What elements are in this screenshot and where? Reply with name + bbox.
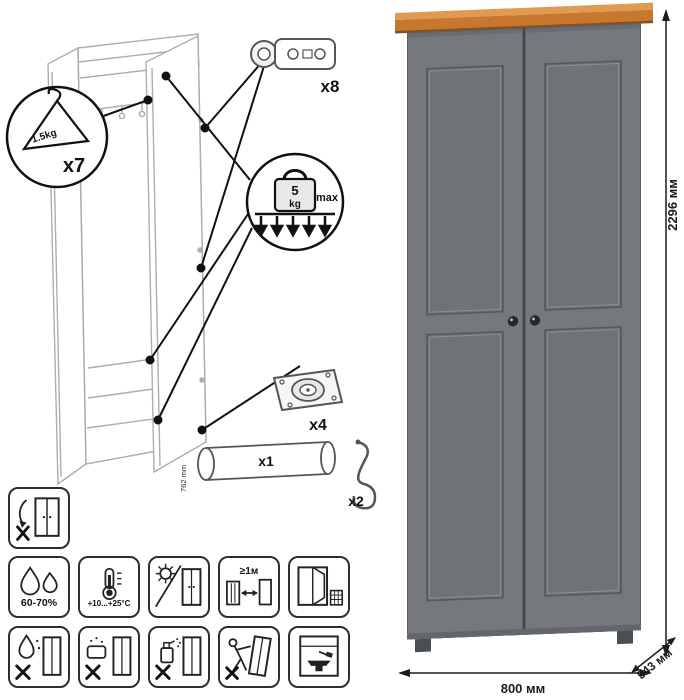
heater-distance-label: ≥1м [239, 565, 259, 577]
temperature-label: +10...+25°C [87, 599, 131, 608]
hook-count-label: x2 [348, 493, 364, 509]
no-tilt-icon [16, 497, 60, 541]
hanging-rod-icon: 762 mm x1 [179, 441, 336, 492]
wardrobe-render-area: 2296 мм 800 мм 543 мм [395, 2, 680, 696]
care-cell-no-dragging [218, 626, 280, 688]
anvil-glyph [307, 660, 331, 672]
hook-icon: x2 [348, 439, 377, 510]
no-direct-sunlight-icon [155, 563, 202, 608]
width-dimension-label: 800 мм [501, 681, 546, 696]
door-gap [522, 27, 526, 635]
cross-mark [16, 525, 30, 541]
load-value-label: 5 [291, 183, 298, 198]
hinge-icon [250, 38, 336, 70]
care-cell-no-heavy-impact [288, 626, 350, 688]
leg-support-icon [272, 368, 344, 412]
no-abrasive-icon [85, 636, 132, 680]
humidity-icon [20, 565, 58, 596]
care-cell-no-solvent [148, 626, 210, 688]
support-count-label: x4 [309, 417, 327, 434]
humidity-label: 60-70% [20, 596, 58, 609]
hanger-callout: 1.5kg x7 [5, 85, 109, 189]
rod-count-label: x1 [258, 453, 274, 469]
left-foot [415, 638, 431, 653]
heater-distance-icon [226, 578, 272, 605]
hanger-count-label: x7 [63, 155, 85, 177]
load-unit-label: kg [289, 199, 301, 210]
weight-icon: 5 kg [273, 169, 317, 213]
wardrobe-render [395, 2, 653, 653]
load-arrows [253, 216, 333, 238]
load-callout: 5 kg max [245, 152, 345, 252]
right-knob [529, 315, 541, 326]
no-dragging-icon [225, 635, 272, 680]
hinge-count-label: x8 [321, 77, 340, 96]
left-knob [507, 316, 519, 327]
no-wet-cleaning-icon [15, 633, 62, 680]
top-trim-front [395, 9, 653, 33]
wardrobe-line-art [47, 33, 207, 486]
care-cell-no-wet-cleaning [8, 626, 70, 688]
hanger-icon [21, 88, 91, 151]
care-cell-no-abrasive [78, 626, 140, 688]
care-cell-no-tilt [8, 487, 70, 549]
temperature-icon [102, 567, 122, 600]
care-cell-ventilation [288, 556, 350, 618]
door-panels [426, 60, 622, 602]
cross-mark [85, 664, 101, 680]
rod-length-label: 762 mm [179, 465, 188, 492]
care-cell-no-direct-sunlight [148, 556, 210, 618]
ventilation-icon [297, 566, 344, 606]
care-cell-heater-distance: ≥1м [218, 556, 280, 618]
no-heavy-impact-icon [299, 635, 339, 677]
care-cell-temperature: +10...+25°C [78, 556, 140, 618]
height-dimension-label: 2296 мм [665, 179, 680, 231]
care-cell-humidity: 60-70% [8, 556, 70, 618]
cross-mark [155, 664, 171, 680]
cross-mark [15, 664, 31, 680]
no-solvent-icon [155, 636, 202, 680]
assembly-diagram: 1.5kg x7 5 kg max [5, 33, 377, 510]
right-foot [617, 630, 633, 645]
depth-dimension-label: 543 мм [634, 645, 675, 682]
top-trim-surface [395, 2, 653, 20]
cross-mark [225, 666, 239, 680]
load-max-label: max [316, 192, 339, 204]
